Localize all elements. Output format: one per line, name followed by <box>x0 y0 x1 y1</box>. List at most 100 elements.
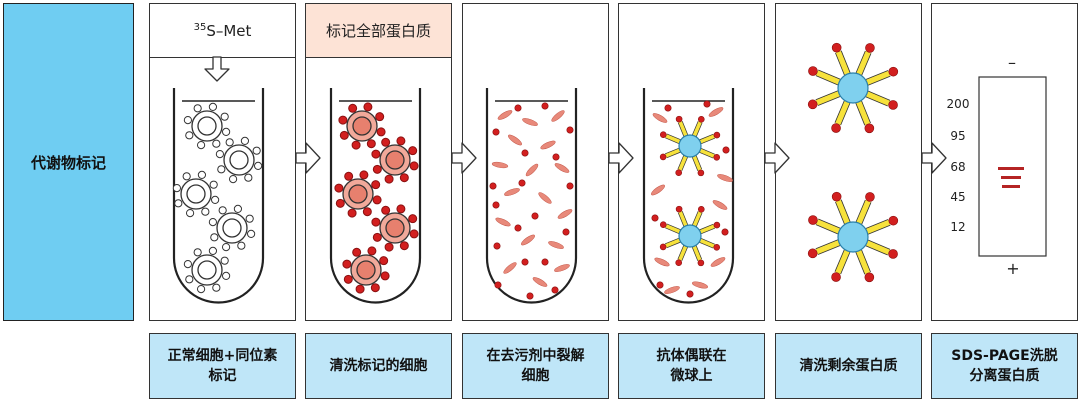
bound-protein <box>831 123 841 133</box>
surface-protein <box>222 271 231 281</box>
surface-protein <box>217 165 226 174</box>
surface-protein <box>208 246 218 255</box>
membrane-fragment <box>654 257 670 267</box>
labeled-protein <box>355 284 365 294</box>
cell-nucleus <box>385 218 405 238</box>
surface-protein <box>254 161 263 171</box>
free-protein <box>494 281 502 289</box>
surface-protein <box>197 170 207 179</box>
surface-protein <box>228 175 238 184</box>
surface-protein <box>220 256 229 265</box>
flow-arrow <box>608 142 634 174</box>
free-protein <box>562 228 570 236</box>
isotope-down-arrow <box>204 56 230 82</box>
labeled-cell <box>371 204 419 252</box>
labeled-protein <box>363 102 373 112</box>
membrane-fragment <box>504 188 520 196</box>
antibody <box>835 199 850 225</box>
labeled-protein <box>359 170 369 180</box>
gel-tick-12: 12 <box>950 220 965 234</box>
surface-protein <box>233 204 243 213</box>
surface-protein <box>247 229 256 239</box>
antibody <box>816 219 841 234</box>
free-protein <box>541 102 549 110</box>
test-tube <box>172 88 265 304</box>
antibody <box>815 91 841 106</box>
gel-tick-68: 68 <box>950 160 965 174</box>
membrane-fragment <box>551 110 565 122</box>
membrane-fragment <box>522 118 538 126</box>
labeled-protein <box>399 241 409 251</box>
surface-protein <box>252 146 261 155</box>
test-tubes <box>172 88 735 304</box>
gel-band <box>998 167 1024 170</box>
surface-protein <box>244 173 253 182</box>
labeled-protein <box>339 130 349 140</box>
cell <box>208 204 256 252</box>
bound-protein <box>888 100 898 110</box>
labeled-protein <box>375 112 385 122</box>
membrane-fragment <box>521 234 535 246</box>
gel-bands <box>998 167 1024 188</box>
free-protein <box>656 281 664 289</box>
antibody <box>856 100 871 126</box>
bound-protein <box>888 249 898 259</box>
gel: – + 200 95 68 45 12 <box>947 53 1047 278</box>
surface-protein <box>240 136 250 145</box>
bound-protein <box>697 205 705 213</box>
surface-protein <box>211 195 220 205</box>
bound-protein <box>865 43 875 53</box>
antibody <box>815 240 841 255</box>
antibody <box>665 238 681 248</box>
labeled-protein <box>396 204 406 214</box>
membrane-fragment <box>557 209 573 219</box>
cell <box>183 102 231 150</box>
bound-protein <box>675 259 683 267</box>
membrane-fragment <box>664 286 680 294</box>
cell-nucleus <box>385 150 405 170</box>
bound-protein <box>675 115 683 123</box>
cell-nucleus <box>197 116 217 136</box>
antibody <box>692 155 702 171</box>
flow-arrow <box>764 142 790 174</box>
antibody <box>835 50 850 76</box>
bound-protein <box>807 99 818 110</box>
labeled-protein <box>408 214 418 224</box>
bound-protein <box>659 221 667 229</box>
labeled-protein <box>366 139 376 149</box>
labeled-protein <box>347 208 357 218</box>
membrane-fragment <box>717 174 733 182</box>
surface-protein <box>225 138 234 147</box>
free-protein <box>514 104 522 112</box>
membrane-fragment <box>710 257 726 267</box>
antibody-bead <box>807 42 899 134</box>
free-protein <box>541 258 549 266</box>
surface-protein <box>183 115 192 125</box>
microbead <box>837 72 869 104</box>
step-label-3: 在去污剂中裂解 细胞 <box>462 333 609 399</box>
antibody <box>699 224 715 234</box>
bound-protein <box>808 215 818 225</box>
bound-protein <box>713 243 721 251</box>
free-protein <box>664 104 672 112</box>
membrane-fragment <box>651 184 665 196</box>
antibody <box>692 245 702 261</box>
panel-antibody-beads <box>618 3 765 321</box>
free-protein <box>492 201 500 209</box>
antibody-bead <box>659 115 721 177</box>
test-tube <box>329 88 422 304</box>
antibody <box>678 211 688 227</box>
labeled-protein <box>396 136 406 146</box>
panel-wash <box>775 3 922 321</box>
bound-protein <box>864 123 875 134</box>
surface-protein <box>208 217 217 227</box>
labeled-protein <box>371 180 381 190</box>
labeled-protein <box>384 174 394 184</box>
surface-protein <box>196 285 206 294</box>
labeled-protein <box>344 171 354 181</box>
flow-arrow <box>295 142 321 174</box>
surface-protein <box>210 233 219 242</box>
free-protein <box>514 224 522 232</box>
